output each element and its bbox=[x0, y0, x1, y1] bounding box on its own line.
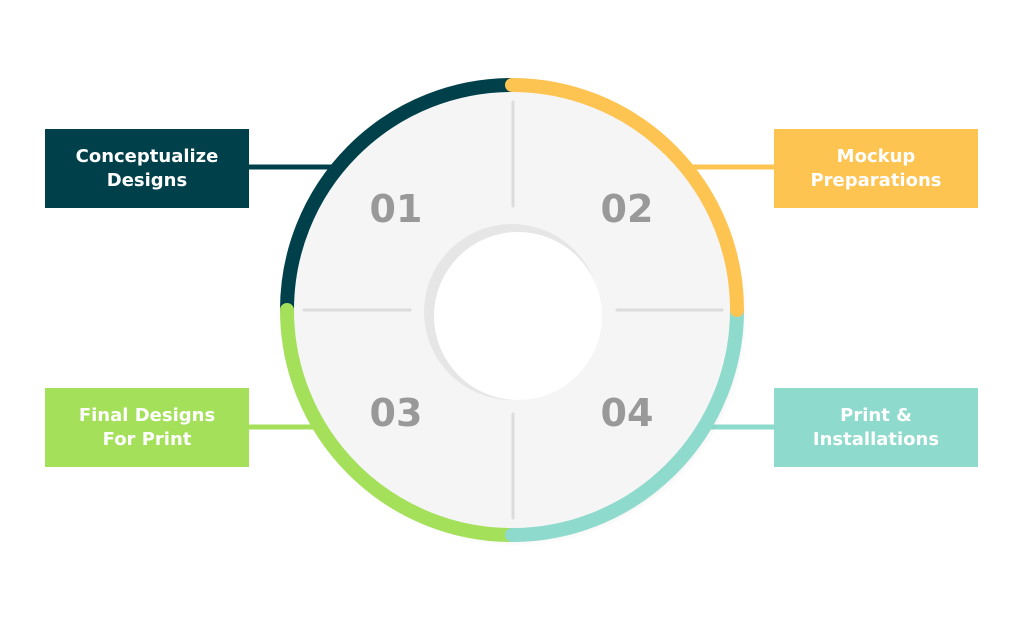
step-label-2-line2: Preparations bbox=[810, 169, 942, 191]
step-box-4: Print &Installations bbox=[774, 388, 978, 467]
step-label-3-line1: Final Designs bbox=[78, 404, 216, 426]
step-label-2-line1: Mockup bbox=[836, 145, 916, 167]
step-label-1-line1: Conceptualize bbox=[75, 145, 219, 167]
step-label-1-line2: Designs bbox=[106, 169, 188, 191]
step-number-1: 01 bbox=[370, 187, 423, 231]
step-label-3-line2: For Print bbox=[102, 428, 192, 450]
arc-step-1 bbox=[280, 78, 519, 317]
step-number-3: 03 bbox=[370, 391, 423, 435]
arc-step-4 bbox=[505, 303, 744, 542]
inner-hole bbox=[434, 232, 602, 400]
step-label-4-line2: Installations bbox=[812, 428, 940, 450]
arc-step-3 bbox=[280, 303, 519, 542]
step-label-4-line1: Print & bbox=[840, 404, 912, 426]
step-number-4: 04 bbox=[601, 391, 654, 435]
arc-step-2 bbox=[505, 78, 744, 317]
step-number-2: 02 bbox=[601, 187, 654, 231]
